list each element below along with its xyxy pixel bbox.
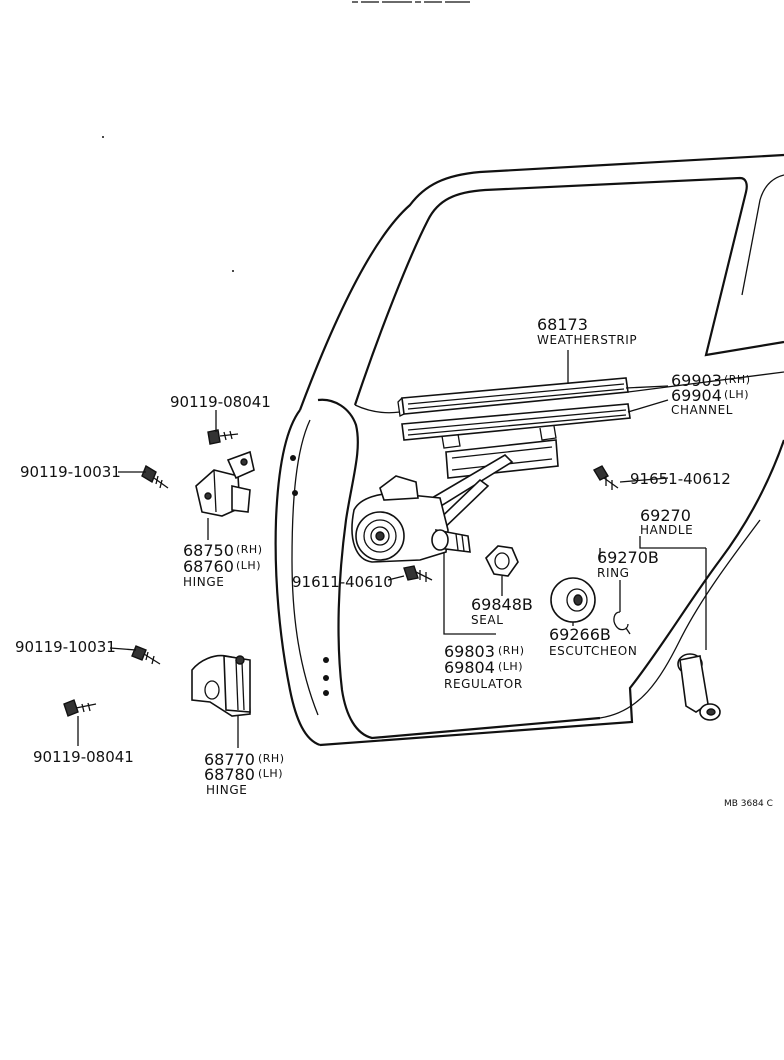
door-hole <box>323 690 329 696</box>
bolt-upper-side-part-number: 90119-10031 <box>20 463 121 481</box>
ring-part-number: 69270B <box>597 548 659 567</box>
channel-rh-suffix: (RH) <box>724 373 751 386</box>
bolt-channel-part-number: 91651-40612 <box>630 470 731 488</box>
handle-part-number: 69270 <box>640 506 691 525</box>
weatherstrip-part-number: 68173 <box>537 315 588 334</box>
hinge-lower-lh-part-number: 68780 <box>204 765 255 784</box>
bolt-regulator-part-number: 91611-40610 <box>292 573 393 591</box>
handle-part-name: HANDLE <box>640 523 693 537</box>
bolt-90119-08041-lower <box>63 699 97 717</box>
regulator-lh-suffix: (LH) <box>498 660 523 673</box>
hinge-upper-lh-part-number: 68760 <box>183 557 234 576</box>
seal-part-number: 69848B <box>471 595 533 614</box>
channel-rh-part-number: 69903 <box>671 371 722 390</box>
door-window-opening <box>353 176 784 406</box>
door-inner-bottom <box>599 519 761 719</box>
weatherstrip-part <box>397 377 629 417</box>
escutcheon-part <box>550 577 596 623</box>
door-hole <box>323 657 329 663</box>
regulator-lh-part-number: 69804 <box>444 658 495 677</box>
bolt-91611-40610 <box>403 565 433 582</box>
handle-part <box>677 653 721 721</box>
bolt-lower-bottom-part-number: 90119-08041 <box>33 748 134 766</box>
door-bottom-edge <box>319 439 784 747</box>
door-front-edge <box>274 409 321 747</box>
channel-part <box>401 403 631 449</box>
escutcheon-part-name: ESCUTCHEON <box>549 644 637 658</box>
ring-part <box>613 611 631 635</box>
regulator-part-name: REGULATOR <box>444 677 523 691</box>
regulator-rh-suffix: (RH) <box>498 644 525 657</box>
bolt-90119-08041-upper <box>207 429 239 445</box>
door-hole <box>292 490 298 496</box>
bolt-90119-10031-upper <box>141 464 169 489</box>
bolt-90119-10031-lower <box>131 645 161 665</box>
hinge-upper-part <box>195 450 255 517</box>
door-hole <box>102 136 104 138</box>
hinge-lower-part-name: HINGE <box>206 783 247 797</box>
bolt-upper-top-part-number: 90119-08041 <box>170 393 271 411</box>
door-hole <box>290 455 296 461</box>
regulator-rh-part-number: 69803 <box>444 642 495 661</box>
door-hole <box>232 270 234 272</box>
regulator-assembly <box>351 439 559 563</box>
hinge-upper-part-name: HINGE <box>183 575 224 589</box>
channel-part-name: CHANNEL <box>671 403 733 417</box>
hinge-lower-rh-part-number: 68770 <box>204 750 255 769</box>
door-front-flange <box>291 419 319 716</box>
hinge-lower-lh-suffix: (LH) <box>258 767 283 780</box>
door-hole <box>323 675 329 681</box>
escutcheon-part-number: 69266B <box>549 625 611 644</box>
hinge-upper-lh-suffix: (LH) <box>236 559 261 572</box>
seal-part-name: SEAL <box>471 613 504 627</box>
door-belt-line <box>354 404 401 414</box>
seal-part <box>485 545 519 577</box>
channel-lh-suffix: (LH) <box>724 388 749 401</box>
leader-lines <box>77 350 707 748</box>
weatherstrip-part-name: WEATHERSTRIP <box>537 333 637 347</box>
hinge-upper-rh-part-number: 68750 <box>183 541 234 560</box>
hinge-upper-rh-suffix: (RH) <box>236 543 263 556</box>
door-outer-frame <box>298 153 784 411</box>
ring-part-name: RING <box>597 566 630 580</box>
bolt-91651-40612 <box>593 465 619 490</box>
rear-window-edge <box>741 174 784 296</box>
diagram-reference-code: MB 3684 C <box>724 799 773 809</box>
hinge-lower-rh-suffix: (RH) <box>258 752 285 765</box>
door-belt-line-rear <box>627 371 784 393</box>
door-body <box>102 136 784 747</box>
hinge-lower-part <box>191 654 251 717</box>
door-inner-panel-front <box>317 398 601 740</box>
bolt-lower-side-part-number: 90119-10031 <box>15 638 116 656</box>
channel-lh-part-number: 69904 <box>671 386 722 405</box>
